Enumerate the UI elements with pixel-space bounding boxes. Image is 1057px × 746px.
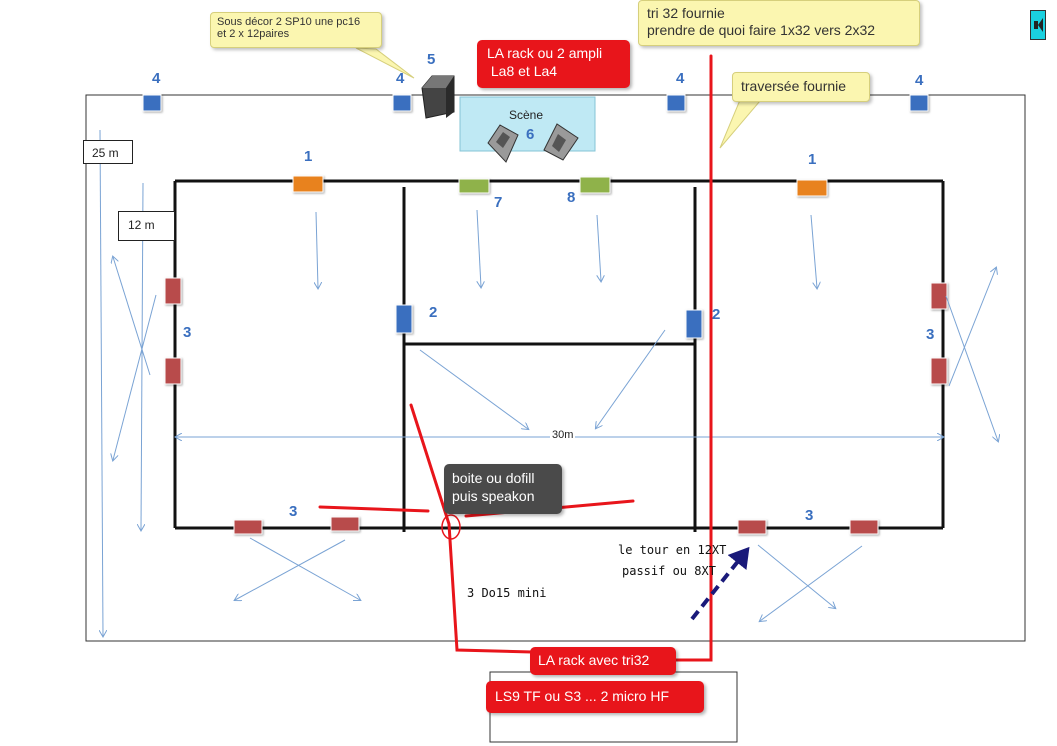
callout-boite-line2: puis speakon <box>452 488 535 504</box>
note-do15: 3 Do15 mini <box>467 586 547 600</box>
dimension-width: 30m <box>550 429 576 441</box>
speaker-1-b <box>796 179 828 197</box>
callout-la-rack-tri32: LA rack avec tri32 <box>530 647 676 675</box>
speaker-3-bottom-d <box>849 519 879 535</box>
callout-ls9: LS9 TF ou S3 ... 2 micro HF <box>486 681 704 713</box>
label-4-a: 4 <box>152 70 161 87</box>
dimension-outer: 25 m <box>83 140 133 164</box>
callout-tri32-line1: tri 32 fournie <box>647 5 725 21</box>
label-4-d: 4 <box>915 72 924 89</box>
speaker-3-right-b <box>930 357 948 385</box>
label-1-b: 1 <box>808 151 817 168</box>
speaker-3-bottom-b <box>330 516 360 532</box>
label-1-a: 1 <box>304 148 313 165</box>
label-3-bottom-right: 3 <box>805 507 814 524</box>
dimension-inner: 12 m <box>118 211 175 241</box>
dashed-arrow <box>690 546 750 621</box>
callout-tri32: tri 32 fournie prendre de quoi faire 1x3… <box>638 0 920 46</box>
coverage-arrows <box>100 129 998 636</box>
callout-tri32-line2: prendre de quoi faire 1x32 vers 2x32 <box>647 22 876 38</box>
label-2-b: 2 <box>712 306 721 323</box>
speaker-4-a <box>142 94 162 112</box>
note-tour-line2: passif ou 8XT <box>622 564 716 578</box>
callout-pointer <box>355 47 415 79</box>
speaker-7 <box>458 178 490 194</box>
callout-la-rack-line1: LA rack ou 2 ampli <box>487 45 603 61</box>
speaker-3-bottom-a <box>233 519 263 535</box>
callout-la-rack: LA rack ou 2 ampli La8 et La4 <box>477 40 630 88</box>
speaker-8 <box>579 176 611 194</box>
callout-pointer <box>719 99 762 149</box>
label-7: 7 <box>494 194 503 211</box>
speaker-icon[interactable] <box>1030 10 1046 40</box>
speaker-3-right-a <box>930 282 948 310</box>
label-5: 5 <box>427 51 436 68</box>
speaker-4-b <box>392 94 412 112</box>
stage-number: 6 <box>526 126 535 143</box>
speaker-3-left-a <box>164 277 182 305</box>
truss-structure <box>173 179 945 532</box>
speaker-3-bottom-c <box>737 519 767 535</box>
speaker-4-d <box>909 94 929 112</box>
room-outline <box>85 94 1026 642</box>
callout-boite: boite ou dofill puis speakon <box>444 464 562 514</box>
callout-decor: Sous décor 2 SP10 une pc16 et 2 x 12pair… <box>210 12 382 48</box>
stage-label: Scène <box>509 108 544 122</box>
subwoofer-icon <box>421 75 455 119</box>
speaker-3-left-b <box>164 357 182 385</box>
label-8: 8 <box>567 189 576 206</box>
junction-marker <box>441 514 461 540</box>
callout-boite-line1: boite ou dofill <box>452 470 535 486</box>
label-3-right: 3 <box>926 326 935 343</box>
speaker-4-c <box>666 94 686 112</box>
speaker-1-a <box>292 175 324 193</box>
label-4-b: 4 <box>396 70 405 87</box>
speaker-2-b <box>685 309 703 339</box>
callout-traversee: traversée fournie <box>732 72 870 102</box>
stage-monitor-icon <box>543 123 579 161</box>
label-3-left: 3 <box>183 324 192 341</box>
callout-la-rack-line2: La8 et La4 <box>487 63 558 79</box>
label-3-bottom-left: 3 <box>289 503 298 520</box>
label-2-a: 2 <box>429 304 438 321</box>
speaker-2-a <box>395 304 413 334</box>
label-4-c: 4 <box>676 70 685 87</box>
stage-monitor-icon <box>487 124 519 163</box>
note-tour-line1: le tour en 12XT <box>618 543 727 557</box>
